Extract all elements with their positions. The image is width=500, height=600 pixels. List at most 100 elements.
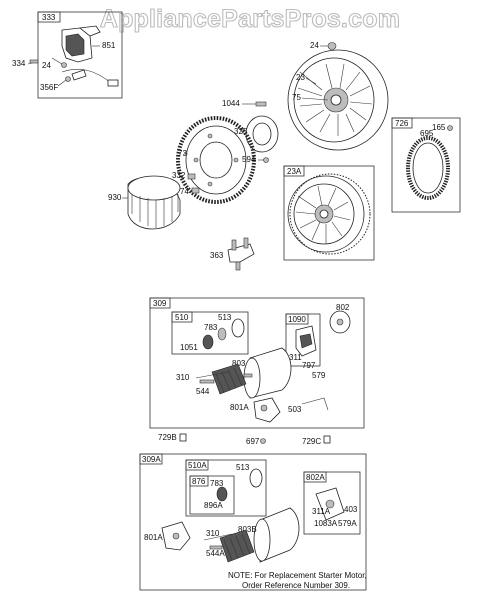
starter-309-group: 309 510 513 783 1051 1090 311 797 802 57… xyxy=(149,297,365,429)
box-510a-tab xyxy=(185,459,209,471)
box-510 xyxy=(171,311,249,355)
label-697[interactable]: 697 xyxy=(246,437,260,446)
label-544a[interactable]: 544A xyxy=(206,549,225,558)
label-802a[interactable]: 802A xyxy=(306,473,325,482)
label-325[interactable]: 325 xyxy=(234,127,248,136)
label-851[interactable]: 851 xyxy=(102,41,116,50)
bracket-801a xyxy=(253,397,281,423)
flywheel-23a-group: 23A xyxy=(283,165,375,261)
label-403[interactable]: 403 xyxy=(344,505,358,514)
label-797[interactable]: 797 xyxy=(302,361,316,370)
label-311a[interactable]: 311A xyxy=(312,507,331,516)
ignition-armature-group: 333 851 24 356F xyxy=(37,11,123,99)
label-801ab[interactable]: 801A xyxy=(144,533,163,542)
label-729b[interactable]: 729B xyxy=(158,433,177,442)
box-802a-tab xyxy=(303,471,327,483)
label-363[interactable]: 363 xyxy=(210,251,224,260)
label-513b[interactable]: 513 xyxy=(236,463,250,472)
box-802a xyxy=(303,471,361,535)
label-333[interactable]: 333 xyxy=(42,13,56,22)
armature-544 xyxy=(199,363,253,395)
label-783b[interactable]: 783 xyxy=(210,479,224,488)
label-503[interactable]: 503 xyxy=(288,405,302,414)
box-309a-tab xyxy=(139,453,163,465)
label-1083a[interactable]: 1083A xyxy=(314,519,338,528)
label-930[interactable]: 930 xyxy=(108,193,122,202)
note-line-2: Order Reference Number 309. xyxy=(242,581,350,590)
label-311[interactable]: 311 xyxy=(289,353,302,362)
label-579a[interactable]: 579A xyxy=(338,519,357,528)
label-513[interactable]: 513 xyxy=(218,313,232,322)
label-510a[interactable]: 510A xyxy=(188,461,207,470)
label-896a[interactable]: 896A xyxy=(204,501,223,510)
label-695[interactable]: 695 xyxy=(420,129,434,138)
housing-803 xyxy=(249,347,292,399)
box-309-tab xyxy=(149,297,171,309)
label-783[interactable]: 783 xyxy=(204,323,218,332)
box-510a xyxy=(185,459,267,517)
label-24a[interactable]: 24 xyxy=(42,61,51,70)
box-333 xyxy=(37,11,123,99)
label-332[interactable]: 332 xyxy=(172,171,186,180)
gear-783 xyxy=(217,327,227,341)
flywheel-23: 23 75 xyxy=(287,49,389,151)
housing-803b xyxy=(259,507,300,563)
label-310b[interactable]: 310 xyxy=(206,529,220,538)
bracket-363: 363 xyxy=(210,237,255,271)
drive-cap-513 xyxy=(231,318,245,338)
box-309a xyxy=(139,453,367,591)
label-802[interactable]: 802 xyxy=(336,303,350,312)
loose-parts-row: 729B 697 729C xyxy=(158,433,331,446)
screw-594: 594 xyxy=(242,155,269,164)
label-165[interactable]: 165 xyxy=(432,123,446,132)
label-310[interactable]: 310 xyxy=(176,373,190,382)
label-729c[interactable]: 729C xyxy=(302,437,321,446)
ring-gear-73: 73 xyxy=(176,116,256,204)
box-23a xyxy=(283,165,375,261)
screw-356f xyxy=(57,76,71,87)
label-73[interactable]: 73 xyxy=(178,149,187,158)
label-23[interactable]: 23 xyxy=(296,73,305,82)
label-1051[interactable]: 1051 xyxy=(180,343,198,352)
label-23a[interactable]: 23A xyxy=(287,167,302,176)
nut-24: 24 xyxy=(310,41,337,50)
label-594[interactable]: 594 xyxy=(242,155,256,164)
box-23a-tab xyxy=(283,165,305,177)
box-876-tab xyxy=(189,475,209,487)
label-309a[interactable]: 309A xyxy=(142,455,161,464)
ring-gear-726-group: 726 165 695 xyxy=(391,117,461,213)
gear-783b xyxy=(216,486,228,502)
starter-309a-group: 309A 510A 513 876 783 896A 802A 403 311A… xyxy=(139,453,367,591)
label-75[interactable]: 75 xyxy=(292,93,301,102)
box-1090-tab xyxy=(285,313,309,325)
label-309[interactable]: 309 xyxy=(153,299,167,308)
pinion-1051 xyxy=(202,334,214,350)
screw-24a xyxy=(51,57,67,68)
ring-325: 325 xyxy=(234,115,279,153)
label-544[interactable]: 544 xyxy=(196,387,210,396)
note-line-1: NOTE: For Replacement Starter Motor, xyxy=(228,571,367,580)
label-726[interactable]: 726 xyxy=(395,119,409,128)
box-726 xyxy=(391,117,461,213)
armature-309a xyxy=(209,529,255,563)
label-510[interactable]: 510 xyxy=(175,313,189,322)
label-803[interactable]: 803 xyxy=(232,359,246,368)
label-356f[interactable]: 356F xyxy=(40,83,58,92)
label-334[interactable]: 334 xyxy=(12,59,26,68)
label-876[interactable]: 876 xyxy=(192,477,206,486)
label-1090[interactable]: 1090 xyxy=(288,315,306,324)
label-1044[interactable]: 1044 xyxy=(222,99,240,108)
label-74[interactable]: 74 xyxy=(180,187,189,196)
screws-332-74: 332 74 xyxy=(172,171,200,196)
screw-1044: 1044 xyxy=(222,99,267,108)
box-309 xyxy=(149,297,365,429)
wire-terminal xyxy=(107,79,119,87)
wire-clip xyxy=(71,69,87,81)
brush-block xyxy=(299,333,313,349)
label-801a[interactable]: 801A xyxy=(230,403,249,412)
label-579[interactable]: 579 xyxy=(312,371,326,380)
label-803b[interactable]: 803B xyxy=(238,525,257,534)
label-24b[interactable]: 24 xyxy=(310,41,319,50)
bolt-310b xyxy=(203,533,233,541)
